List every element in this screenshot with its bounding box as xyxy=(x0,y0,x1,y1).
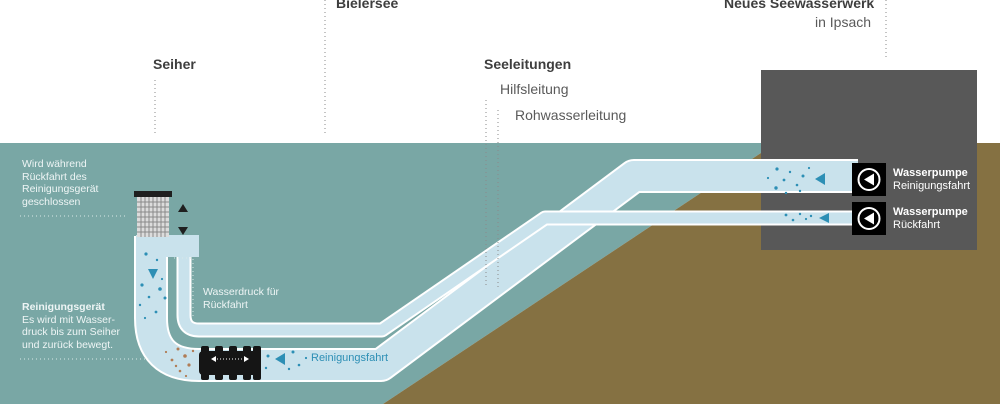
label-seeleitungen: Seeleitungen xyxy=(484,56,572,72)
label-neues-seewasserwerk: Neues Seewasserwerk xyxy=(724,0,875,11)
up-down-arrow-icon xyxy=(178,204,188,235)
label-rohwasserleitung: Rohwasserleitung xyxy=(515,107,627,123)
pump-return-label: Wasserpumpe Rückfahrt xyxy=(893,206,968,231)
note-pressure: Wasserdruck für Rückfahrt xyxy=(203,286,280,311)
label-bielersee: Bielersee xyxy=(336,0,399,11)
sediment-particles xyxy=(164,347,195,378)
pipe-top xyxy=(136,235,199,257)
flow-arrow-icon xyxy=(148,173,829,365)
note-cleaning-device: Reinigungsgerät Es wird mit Wasser- druc… xyxy=(22,301,121,351)
seiher-strainer xyxy=(134,191,172,237)
cleaning-device xyxy=(199,346,261,380)
note-leaders xyxy=(20,215,194,360)
water-bubbles xyxy=(138,166,813,371)
label-in-ipsach: in Ipsach xyxy=(815,14,872,30)
note-closed: Wird während Rückfahrt des Reinigungsger… xyxy=(22,158,99,208)
leader-lines xyxy=(154,0,887,288)
pump-return-icon xyxy=(852,202,886,235)
label-hilfsleitung: Hilfsleitung xyxy=(500,81,569,97)
aux-pipe xyxy=(178,212,858,336)
label-cleaning-run: Reinigungsfahrt xyxy=(311,352,389,364)
pump-cleaning-label: Wasserpumpe Reinigungsfahrt xyxy=(893,167,971,192)
label-seiher: Seiher xyxy=(153,56,196,72)
pump-cleaning-icon xyxy=(852,163,886,196)
